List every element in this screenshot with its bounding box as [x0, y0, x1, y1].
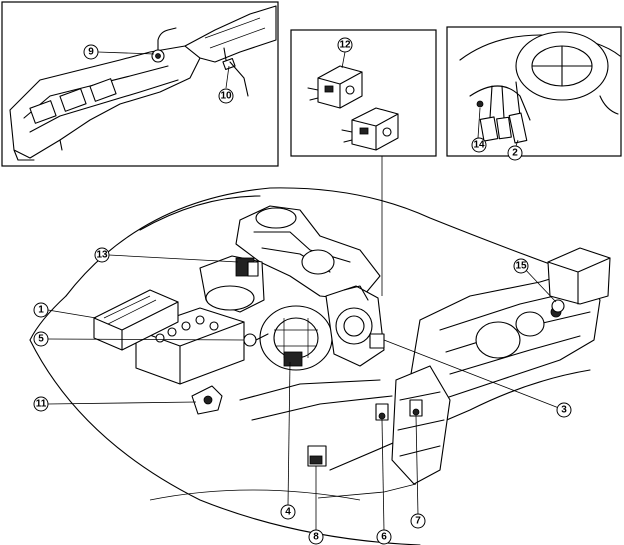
callout-8: 8 [308, 529, 324, 545]
callout-13: 13 [94, 247, 110, 263]
camshaft-position-sensor-icon [409, 399, 423, 417]
callout-7: 7 [410, 513, 426, 529]
callout-15-label: 15 [515, 261, 527, 272]
callout-14-label: 14 [473, 140, 485, 151]
callout-9-label: 9 [88, 47, 94, 58]
callout-5: 5 [33, 331, 49, 347]
callout-10-label: 10 [220, 91, 232, 102]
alternator-icon [259, 305, 333, 371]
intake-air-control-valve-icon [199, 255, 265, 313]
oxygen-sensor-rear-icon [222, 47, 249, 97]
ground-clip-icon [243, 333, 269, 347]
callout-11-label: 11 [36, 399, 47, 410]
inset-throttle-sensors [290, 29, 437, 157]
inset-exhaust-manifold [1, 1, 279, 167]
brake-pedal-icon [479, 85, 499, 142]
callout-3-label: 3 [561, 405, 567, 416]
transmission-icon [409, 247, 611, 401]
inset-pedal-area [446, 26, 622, 157]
throttle-body-icon [325, 285, 385, 367]
callout-3: 3 [556, 402, 572, 418]
callout-1-label: 1 [38, 305, 44, 316]
connector-icon [307, 445, 327, 467]
callout-2-label: 2 [512, 148, 518, 159]
callout-7-label: 7 [415, 516, 421, 527]
main-engine-bay [29, 156, 611, 545]
callout-11: 11 [33, 396, 49, 412]
callout-8-label: 8 [313, 532, 319, 543]
throttle-sensor-upper-icon [307, 65, 363, 109]
callout-5-label: 5 [38, 334, 44, 345]
callout-12: 12 [337, 37, 353, 53]
accelerator-pedal-icon [508, 81, 528, 144]
callout-12-label: 12 [339, 40, 351, 51]
callout-1: 1 [33, 302, 49, 318]
callout-14: 14 [471, 137, 487, 153]
callout-4-label: 4 [285, 507, 291, 518]
callout-15: 15 [513, 258, 529, 274]
callout-2: 2 [507, 145, 523, 161]
callout-6: 6 [376, 529, 392, 545]
callout-10: 10 [218, 88, 234, 104]
crankshaft-position-sensor-icon [375, 403, 389, 421]
callout-9: 9 [83, 44, 99, 60]
callout-6-label: 6 [381, 532, 387, 543]
callout-13-label: 13 [96, 250, 108, 261]
oxygen-sensor-front-icon [151, 27, 177, 63]
fuel-plug-icon [551, 299, 565, 313]
knock-sensor-icon [191, 385, 223, 415]
throttle-sensor-lower-icon [341, 107, 399, 151]
callout-4: 4 [280, 504, 296, 520]
engine-control-module-icon [93, 289, 179, 351]
